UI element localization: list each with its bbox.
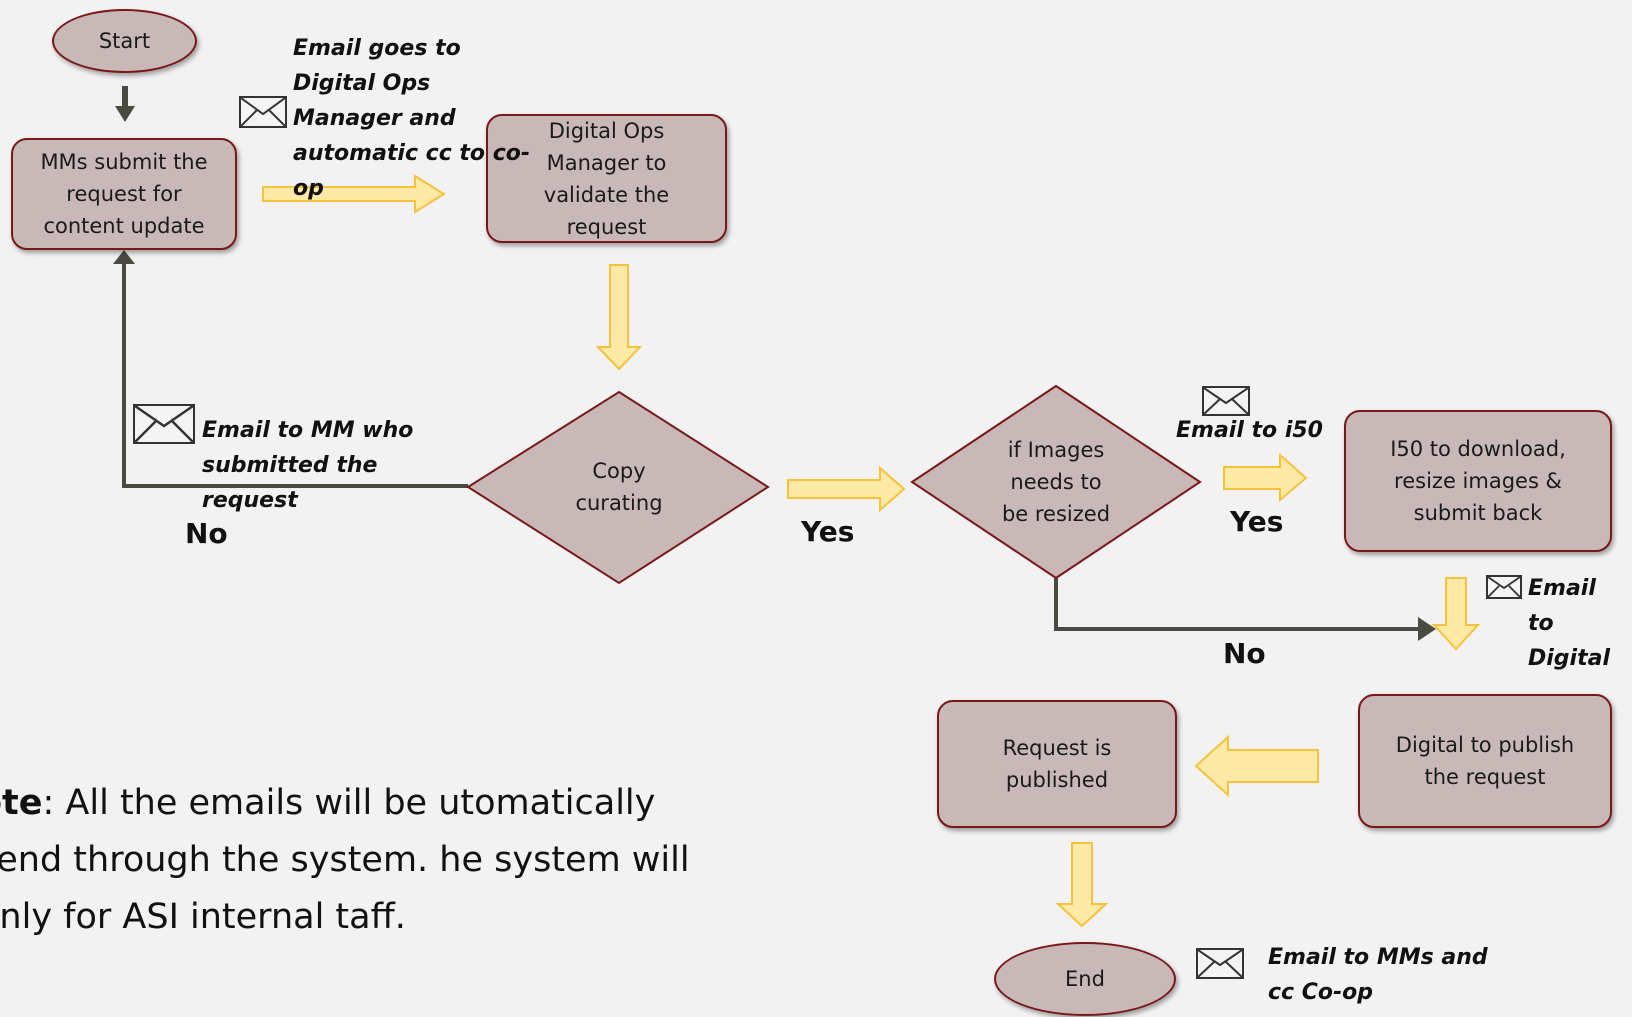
end-node: End: [994, 942, 1176, 1016]
i50-download-label: I50 to download, resize images & submit …: [1390, 437, 1566, 525]
email-digital-ops-annotation: Email goes to Digital Ops Manager and au…: [293, 36, 530, 201]
arrowhead-images-no: [1418, 617, 1436, 641]
arrow-copy-yes: [787, 465, 906, 513]
copy-no-label: No: [185, 517, 228, 550]
request-published-label: Request is published: [1002, 736, 1112, 792]
envelope-icon: [133, 404, 195, 444]
start-label: Start: [98, 29, 151, 53]
images-resized-label: if Images needs to be resized: [1001, 438, 1111, 526]
envelope-icon: [239, 96, 287, 128]
arrow-publish-to-published: [1194, 734, 1319, 798]
email-i50-annotation: Email to i50: [1176, 418, 1323, 443]
envelope-icon: [1196, 948, 1244, 979]
arrow-start-to-submit: [115, 86, 135, 122]
arrow-validate-to-copy: [595, 264, 643, 371]
copy-yes-label: Yes: [801, 515, 855, 548]
arrow-submit-to-validate: [262, 174, 446, 214]
digital-publish-node: Digital to publish the request: [1358, 694, 1612, 828]
mm-submit-label: MMs submit the request for content updat…: [40, 150, 208, 238]
digital-ops-validate-label: Digital Ops Manager to validate the requ…: [543, 118, 670, 239]
copy-curating-diamond: [466, 390, 770, 585]
footnote-label: ote: [0, 783, 43, 823]
images-no-label: No: [1223, 637, 1266, 670]
end-label: End: [1065, 967, 1105, 991]
images-yes-label: Yes: [1230, 505, 1284, 538]
email-mm-annotation: Email to MM who submitted the request: [202, 418, 414, 513]
images-resized-diamond: [910, 384, 1202, 580]
envelope-icon: [1486, 575, 1522, 599]
arrowhead-loop-up: [113, 250, 135, 264]
digital-publish-label: Digital to publish the request: [1395, 733, 1575, 789]
footnote-text: : All the emails will be utomatically se…: [0, 783, 690, 937]
start-node: Start: [52, 9, 197, 73]
digital-ops-validate-node: Digital Ops Manager to validate the requ…: [486, 114, 727, 243]
line-copy-no-loop: [122, 262, 468, 488]
request-published-node: Request is published: [937, 700, 1177, 828]
envelope-icon: [1202, 386, 1250, 416]
email-mms-coop-annotation: Email to MMs and cc Co-op: [1268, 945, 1488, 1005]
line-images-no: [1054, 578, 1420, 631]
system-footnote: ote: All the emails will be utomatically…: [0, 775, 698, 946]
arrow-images-yes: [1223, 452, 1308, 503]
email-digital-annotation: Email to Digital: [1528, 576, 1610, 671]
mm-submit-node: MMs submit the request for content updat…: [11, 138, 237, 250]
arrow-published-to-end: [1055, 842, 1109, 928]
i50-download-node: I50 to download, resize images & submit …: [1344, 410, 1612, 552]
copy-curating-label: Copy curating: [575, 459, 663, 515]
arrow-i50-to-publish: [1431, 577, 1481, 651]
